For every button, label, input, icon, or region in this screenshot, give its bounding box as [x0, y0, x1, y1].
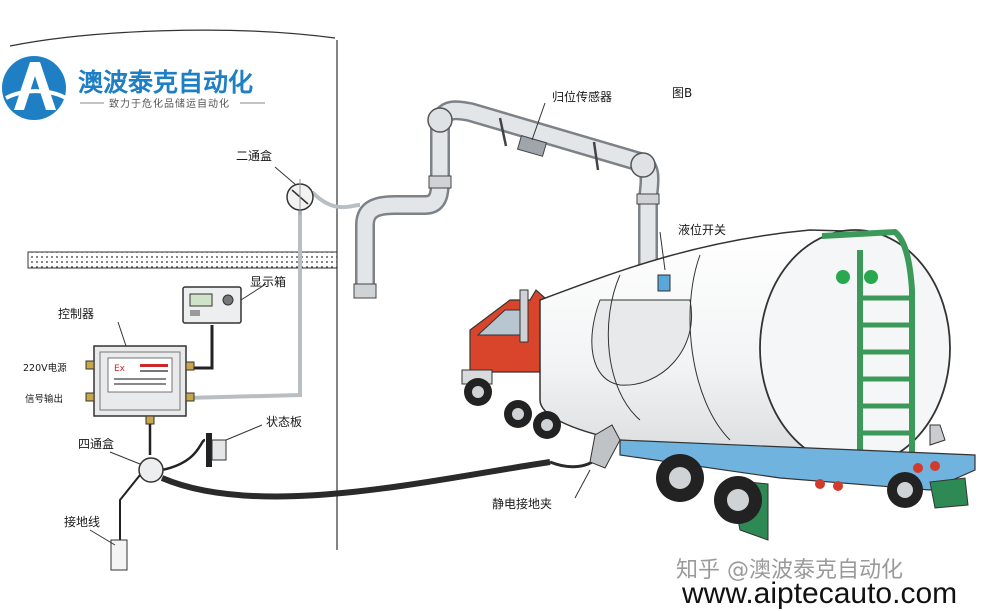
brand-logo: 澳波泰克自动化 致力于危化品储运自动化 — [2, 56, 265, 120]
controller-ex-mark: Ex — [114, 364, 126, 374]
brand-tagline: 致力于危化品储运自动化 — [109, 97, 230, 110]
controller-box: Ex 控制器 220V电源 信号输出 — [23, 307, 195, 425]
zhihu-watermark: 知乎 @澳波泰克自动化 — [676, 558, 903, 583]
label-signal-output: 信号输出 — [25, 393, 63, 405]
brand-name: 澳波泰克自动化 — [78, 68, 253, 97]
level-switch-sensor — [657, 274, 671, 292]
truck-wheels — [464, 378, 923, 524]
label-static-clamp: 静电接地夹 — [492, 496, 552, 511]
trailer-chassis — [619, 439, 976, 491]
tank-rear-cap — [759, 229, 951, 467]
loading-arm — [353, 100, 660, 345]
label-four-way-box: 四通盒 — [78, 436, 114, 451]
figure-label: 图B — [672, 86, 692, 100]
mud-flap-right — [929, 477, 969, 509]
ground-electrode — [110, 539, 128, 571]
label-return-sensor: 归位传感器 — [552, 89, 612, 104]
label-220v-power: 220V电源 — [23, 362, 67, 374]
static-ground-cable — [160, 459, 551, 500]
label-level-switch: 液位开关 — [678, 222, 726, 237]
two-way-box: 二通盒 — [236, 148, 314, 215]
label-display-box: 显示箱 — [250, 274, 286, 289]
display-box: 显示箱 — [182, 274, 286, 324]
label-status-board: 状态板 — [266, 415, 302, 429]
four-way-box — [138, 457, 164, 483]
label-two-way-box: 二通盒 — [236, 148, 272, 163]
building-structure — [9, 29, 338, 550]
status-board — [211, 439, 227, 461]
ground-wiring: 状态板 四通盒 接地线 — [64, 415, 551, 571]
return-sensor-unit — [516, 135, 548, 157]
arm-base-flange — [353, 283, 377, 299]
label-ground-wire: 接地线 — [64, 514, 100, 529]
label-controller: 控制器 — [58, 307, 94, 321]
static-ground-clamp — [589, 424, 621, 469]
website-url: www.aiptecauto.com — [681, 577, 957, 610]
tanker-truck: 液位开关 静电接地夹 — [461, 222, 976, 541]
rear-ladder — [821, 228, 915, 460]
upper-swivel-joint — [427, 107, 453, 133]
outer-swivel-joint — [630, 152, 656, 178]
